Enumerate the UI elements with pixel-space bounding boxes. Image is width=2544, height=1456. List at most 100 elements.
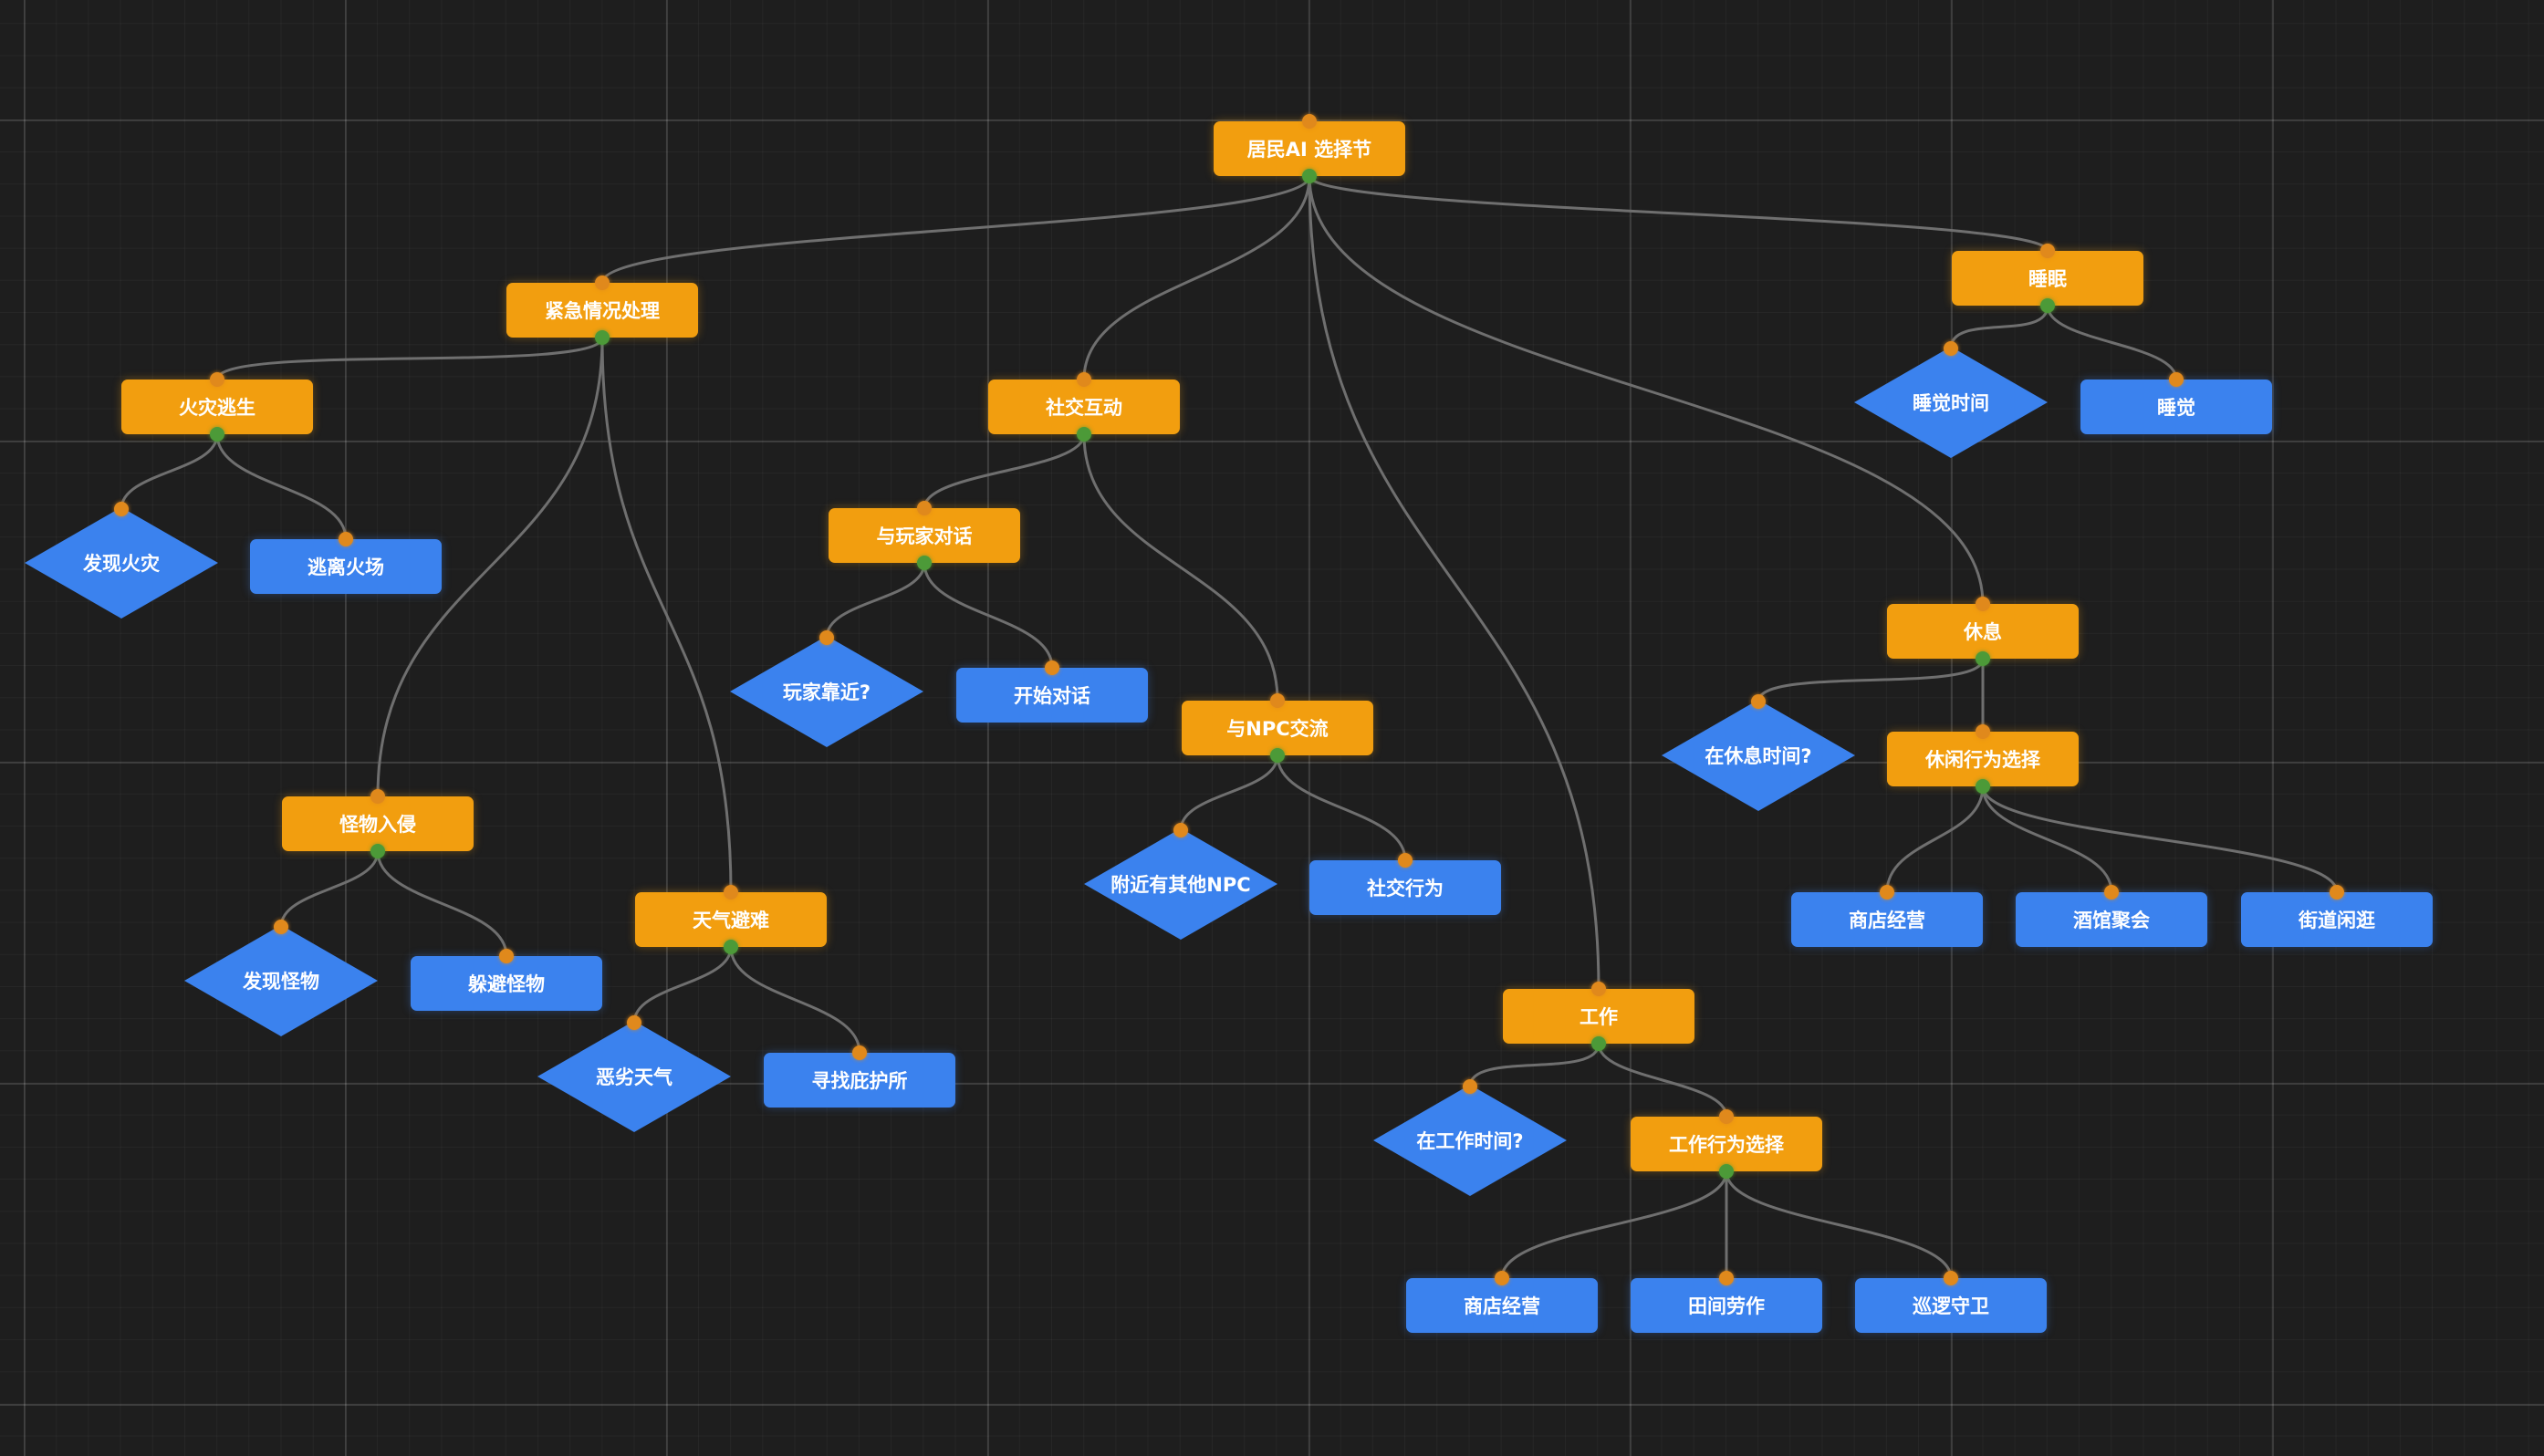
input-port[interactable] xyxy=(595,276,610,290)
node-talk-player[interactable]: 与玩家对话 xyxy=(829,508,1020,563)
output-port[interactable] xyxy=(370,844,385,858)
input-port[interactable] xyxy=(1944,1271,1958,1285)
node-label: 躲避怪物 xyxy=(468,973,545,995)
input-port[interactable] xyxy=(2104,885,2119,900)
node-label: 睡眠 xyxy=(2028,268,2067,290)
node-emergency[interactable]: 紧急情况处理 xyxy=(506,283,698,338)
node-stroll[interactable]: 街道闲逛 xyxy=(2241,892,2433,947)
input-port[interactable] xyxy=(1398,853,1413,868)
node-npc-talk[interactable]: 与NPC交流 xyxy=(1182,701,1373,755)
output-port[interactable] xyxy=(724,940,738,954)
edge-emergency-to-fire-escape xyxy=(215,337,604,380)
input-port[interactable] xyxy=(2330,885,2344,900)
input-port[interactable] xyxy=(1463,1079,1477,1094)
node-find-shelter[interactable]: 寻找庇护所 xyxy=(764,1053,955,1108)
input-port[interactable] xyxy=(2169,372,2184,387)
input-port[interactable] xyxy=(1270,693,1285,708)
node-work-choice[interactable]: 工作行为选择 xyxy=(1631,1117,1822,1171)
node-social-act[interactable]: 社交行为 xyxy=(1309,860,1501,915)
edge-sleep-to-sleep-act xyxy=(2046,305,2178,380)
node-label: 恶劣天气 xyxy=(596,1066,672,1088)
input-port[interactable] xyxy=(1944,341,1958,356)
input-port[interactable] xyxy=(1976,724,1990,739)
node-monster-invade[interactable]: 怪物入侵 xyxy=(282,796,474,851)
output-port[interactable] xyxy=(917,556,932,570)
input-port[interactable] xyxy=(1045,660,1059,675)
node-label: 商店经营 xyxy=(1849,910,1925,931)
input-port[interactable] xyxy=(499,949,514,963)
node-avoid-monster[interactable]: 躲避怪物 xyxy=(411,956,602,1011)
node-tavern[interactable]: 酒馆聚会 xyxy=(2016,892,2207,947)
edge-weather-shelter-to-find-shelter xyxy=(729,946,861,1054)
output-port[interactable] xyxy=(1077,427,1091,442)
node-shop-leisure[interactable]: 商店经营 xyxy=(1791,892,1983,947)
input-port[interactable] xyxy=(627,1015,641,1030)
node-rest-time[interactable]: 在休息时间? xyxy=(1662,700,1855,811)
node-root[interactable]: 居民AI 选择节 xyxy=(1214,121,1405,176)
node-flee-fire[interactable]: 逃离火场 xyxy=(250,539,442,594)
node-label: 逃离火场 xyxy=(308,556,384,578)
node-work[interactable]: 工作 xyxy=(1503,989,1694,1044)
edge-leisure-choice-to-stroll xyxy=(1981,785,2339,893)
output-port[interactable] xyxy=(1591,1036,1606,1051)
node-social[interactable]: 社交互动 xyxy=(988,380,1180,434)
input-port[interactable] xyxy=(1976,597,1990,611)
output-port[interactable] xyxy=(1302,169,1317,183)
edge-weather-shelter-to-bad-weather xyxy=(632,946,733,1024)
node-sleep[interactable]: 睡眠 xyxy=(1952,251,2143,306)
node-bad-weather[interactable]: 恶劣天气 xyxy=(537,1021,731,1132)
input-port[interactable] xyxy=(1495,1271,1509,1285)
node-label: 商店经营 xyxy=(1464,1295,1540,1317)
node-label: 社交互动 xyxy=(1046,397,1122,419)
node-label: 天气避难 xyxy=(693,910,769,931)
input-port[interactable] xyxy=(1719,1271,1734,1285)
output-port[interactable] xyxy=(1270,748,1285,763)
input-port[interactable] xyxy=(917,501,932,515)
node-label: 休闲行为选择 xyxy=(1925,749,2040,771)
input-port[interactable] xyxy=(339,532,353,546)
node-label: 玩家靠近? xyxy=(782,681,871,703)
input-port[interactable] xyxy=(1302,114,1317,129)
node-label: 工作行为选择 xyxy=(1669,1134,1784,1156)
node-leisure-choice[interactable]: 休闲行为选择 xyxy=(1887,732,2079,786)
input-port[interactable] xyxy=(210,372,224,387)
node-fire-escape[interactable]: 火灾逃生 xyxy=(121,380,313,434)
input-port[interactable] xyxy=(724,885,738,900)
node-rest[interactable]: 休息 xyxy=(1887,604,2079,659)
node-label: 睡觉 xyxy=(2157,397,2195,419)
output-port[interactable] xyxy=(2040,298,2055,313)
input-port[interactable] xyxy=(1077,372,1091,387)
node-player-near[interactable]: 玩家靠近? xyxy=(730,636,923,747)
edge-talk-player-to-start-talk xyxy=(923,562,1054,669)
output-port[interactable] xyxy=(1719,1164,1734,1179)
input-port[interactable] xyxy=(1719,1109,1734,1124)
input-port[interactable] xyxy=(274,920,288,934)
node-weather-shelter[interactable]: 天气避难 xyxy=(635,892,827,947)
node-detect-monster[interactable]: 发现怪物 xyxy=(184,925,378,1036)
node-detect-fire[interactable]: 发现火灾 xyxy=(25,507,218,619)
node-field-work[interactable]: 田间劳作 xyxy=(1631,1278,1822,1333)
input-port[interactable] xyxy=(2040,244,2055,258)
input-port[interactable] xyxy=(1880,885,1894,900)
input-port[interactable] xyxy=(1751,694,1766,709)
node-shop-work[interactable]: 商店经营 xyxy=(1406,1278,1598,1333)
input-port[interactable] xyxy=(819,630,834,645)
node-sleep-time[interactable]: 睡觉时间 xyxy=(1854,347,2048,458)
input-port[interactable] xyxy=(114,502,129,516)
input-port[interactable] xyxy=(1173,823,1188,837)
input-port[interactable] xyxy=(852,1045,867,1060)
node-work-time[interactable]: 在工作时间? xyxy=(1373,1085,1567,1196)
output-port[interactable] xyxy=(1976,651,1990,666)
output-port[interactable] xyxy=(595,330,610,345)
output-port[interactable] xyxy=(1976,779,1990,794)
input-port[interactable] xyxy=(1591,982,1606,996)
node-sleep-act[interactable]: 睡觉 xyxy=(2080,380,2272,434)
node-label: 怪物入侵 xyxy=(339,814,416,836)
node-npc-nearby[interactable]: 附近有其他NPC xyxy=(1084,828,1277,940)
node-start-talk[interactable]: 开始对话 xyxy=(956,668,1148,723)
edge-work-choice-to-patrol xyxy=(1725,1170,1953,1279)
node-patrol[interactable]: 巡逻守卫 xyxy=(1855,1278,2047,1333)
output-port[interactable] xyxy=(210,427,224,442)
input-port[interactable] xyxy=(370,789,385,804)
